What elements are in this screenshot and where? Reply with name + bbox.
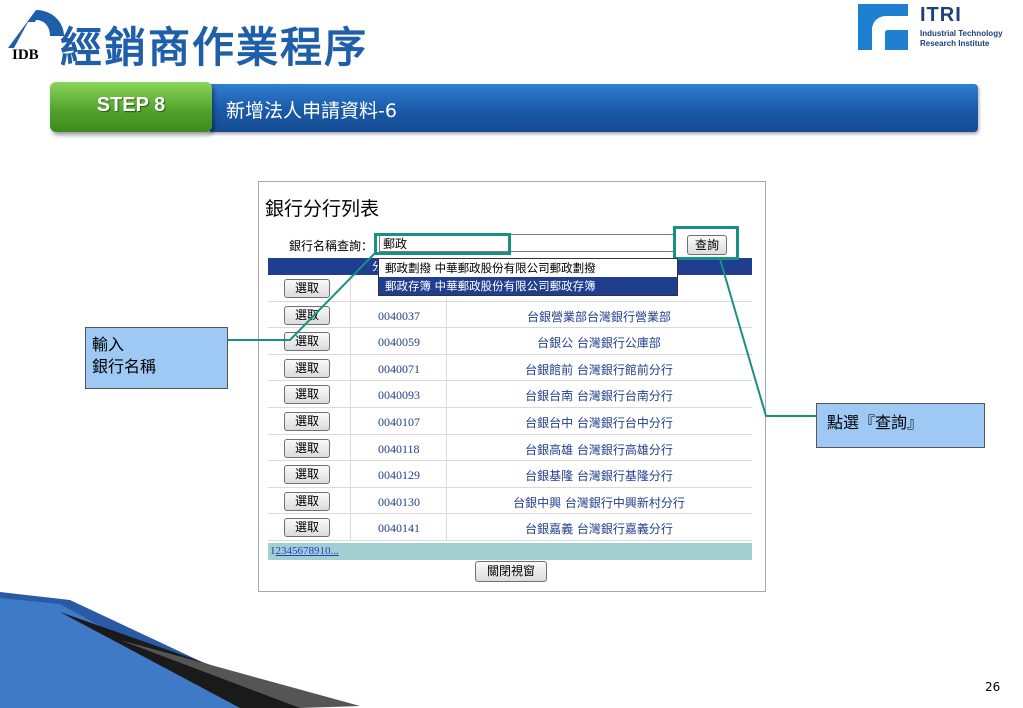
itri-subtitle-line2: Research Institute <box>920 39 990 48</box>
column-divider <box>446 328 447 354</box>
branch-code: 0040107 <box>378 414 420 429</box>
select-button[interactable]: 選取 <box>284 411 330 431</box>
branch-name: 台銀營業部台灣銀行營業部 <box>526 309 671 324</box>
highlight-search-input <box>374 233 511 255</box>
step-banner-text: 新增法人申請資料-6 <box>226 100 397 122</box>
pager-current-page: 1 <box>270 545 276 557</box>
step-banner: 新增法人申請資料-6 <box>208 84 978 132</box>
column-divider <box>446 354 447 381</box>
idb-label: IDB <box>12 47 39 63</box>
query-button[interactable]: 查詢 <box>687 235 727 255</box>
callout-enter-bank-name: 輸入 銀行名稱 <box>85 327 228 389</box>
highlight-query-button <box>673 226 739 260</box>
column-divider <box>446 514 447 540</box>
table-row: 選取 <box>268 275 752 302</box>
column-divider <box>350 301 351 328</box>
bank-branch-list-window: 銀行分行列表 銀行名稱查詢： 郵政 查詢 分 選取 選取 0040037 台銀營… <box>258 181 766 592</box>
table-row: 選取 0040129 台銀基隆 台灣銀行基隆分行 <box>268 461 752 488</box>
select-button[interactable]: 選取 <box>284 279 330 298</box>
column-divider <box>446 487 447 514</box>
select-button[interactable]: 選取 <box>284 491 330 511</box>
table-row: 選取 0040059 台銀公 台灣銀行公庫部 <box>268 328 752 355</box>
table-row: 選取 0040130 台銀中興 台灣銀行中興新村分行 <box>268 487 752 515</box>
column-divider <box>446 381 447 407</box>
select-button[interactable]: 選取 <box>284 358 330 378</box>
table-row: 選取 0040141 台銀嘉義 台灣銀行嘉義分行 <box>268 514 752 541</box>
column-divider <box>350 461 351 487</box>
column-divider <box>350 407 351 434</box>
close-window-button[interactable]: 關閉視窗 <box>475 561 547 582</box>
column-divider <box>446 301 447 328</box>
branch-name: 台銀台南 台灣銀行台南分行 <box>525 389 673 404</box>
pager-page-links[interactable]: 2345678910... <box>275 545 339 557</box>
table-row: 選取 0040118 台銀高雄 台灣銀行高雄分行 <box>268 434 752 462</box>
branch-code: 0040130 <box>378 494 420 509</box>
itri-name: ITRI <box>920 4 962 26</box>
column-divider <box>350 514 351 540</box>
column-divider <box>350 354 351 381</box>
callout-input-line1: 輸入 <box>92 335 125 354</box>
branch-code: 0040059 <box>378 335 420 350</box>
table-row: 選取 0040107 台銀台中 台灣銀行台中分行 <box>268 407 752 435</box>
branch-code: 0040141 <box>378 521 420 536</box>
column-divider <box>350 328 351 354</box>
pagination: 12345678910... <box>268 543 752 560</box>
branch-name: 台銀中興 台灣銀行中興新村分行 <box>513 495 685 510</box>
branch-code: 0040093 <box>378 388 420 403</box>
select-button[interactable]: 選取 <box>284 385 330 405</box>
branch-name: 台銀館前 台灣銀行館前分行 <box>525 362 673 377</box>
column-divider <box>446 407 447 434</box>
branch-code: 0040118 <box>378 441 420 456</box>
column-divider <box>350 434 351 461</box>
branch-name: 台銀基隆 台灣銀行基隆分行 <box>525 469 673 484</box>
callout-click-query: 點選『查詢』 <box>816 403 985 448</box>
select-button[interactable]: 選取 <box>284 465 330 485</box>
itri-subtitle: Industrial Technology Research Institute <box>920 29 1003 49</box>
column-divider <box>446 461 447 487</box>
branch-code: 0040071 <box>378 361 420 376</box>
table-row: 選取 0040037 台銀營業部台灣銀行營業部 <box>268 301 752 329</box>
column-divider <box>350 487 351 514</box>
itri-logo-icon <box>858 4 908 50</box>
column-divider <box>446 434 447 461</box>
branch-name: 台銀台中 台灣銀行台中分行 <box>525 415 673 430</box>
autocomplete-option[interactable]: 郵政劃撥 中華郵政股份有限公司郵政劃撥 <box>385 261 596 275</box>
callout-input-line2: 銀行名稱 <box>92 357 157 376</box>
bank-name-search-input[interactable]: 郵政 <box>379 234 675 252</box>
column-divider <box>350 381 351 407</box>
branch-code: 0040037 <box>378 308 420 323</box>
autocomplete-option-highlighted[interactable]: 郵政存簿 中華郵政股份有限公司郵政存簿 <box>379 277 677 295</box>
select-button[interactable]: 選取 <box>284 518 330 538</box>
table-row: 選取 0040071 台銀館前 台灣銀行館前分行 <box>268 354 752 382</box>
branch-name: 台銀高雄 台灣銀行高雄分行 <box>525 442 673 457</box>
page-number: 26 <box>985 680 1001 694</box>
select-button[interactable]: 選取 <box>284 438 330 458</box>
branch-name: 台銀嘉義 台灣銀行嘉義分行 <box>525 522 673 537</box>
branch-code: 0040129 <box>378 468 420 483</box>
page-title: 經銷商作業程序 <box>60 23 369 72</box>
branch-table: 選取 選取 0040037 台銀營業部台灣銀行營業部 選取 0040059 台銀… <box>268 275 752 541</box>
autocomplete-dropdown: 郵政劃撥 中華郵政股份有限公司郵政劃撥 郵政存簿 中華郵政股份有限公司郵政存簿 <box>378 258 678 296</box>
column-divider <box>350 275 351 301</box>
select-button[interactable]: 選取 <box>284 332 330 352</box>
table-row: 選取 0040093 台銀台南 台灣銀行台南分行 <box>268 381 752 408</box>
branch-name: 台銀公 台灣銀行公庫部 <box>537 336 661 351</box>
itri-subtitle-line1: Industrial Technology <box>920 29 1003 38</box>
table-header-label: 分 <box>372 258 383 275</box>
idb-logo-icon <box>8 10 64 48</box>
search-label: 銀行名稱查詢： <box>289 239 374 253</box>
panel-title: 銀行分行列表 <box>265 198 380 220</box>
step-badge: STEP 8 <box>50 82 212 132</box>
